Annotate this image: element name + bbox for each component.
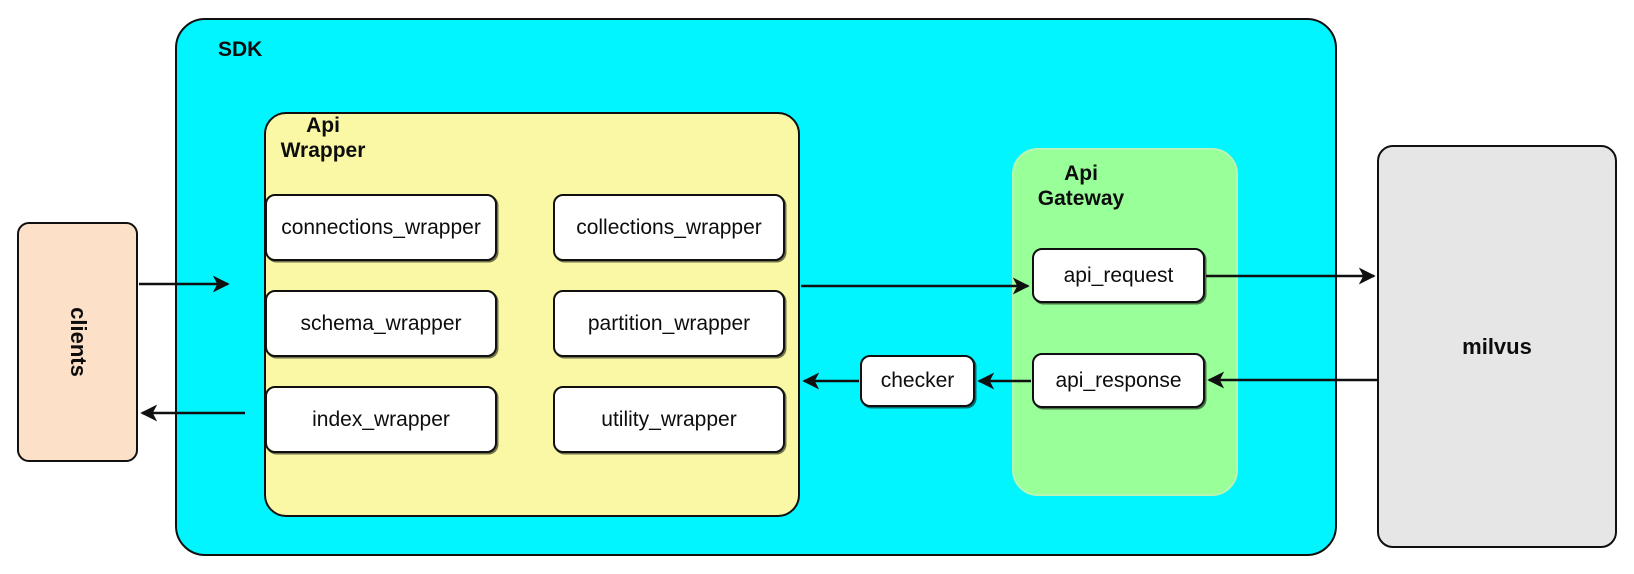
api-request-node[interactable]: api_request	[1032, 248, 1205, 303]
module-index-wrapper[interactable]: index_wrapper	[265, 386, 497, 453]
clients-label: clients	[65, 307, 91, 377]
api-gateway-container[interactable]	[1012, 148, 1238, 496]
api-gateway-title: Api Gateway	[1037, 162, 1125, 210]
clients-node[interactable]: clients	[17, 222, 138, 462]
module-schema-wrapper[interactable]: schema_wrapper	[265, 290, 497, 357]
module-collections-wrapper[interactable]: collections_wrapper	[553, 194, 785, 261]
module-utility-wrapper[interactable]: utility_wrapper	[553, 386, 785, 453]
module-connections-wrapper[interactable]: connections_wrapper	[265, 194, 497, 261]
module-partition-wrapper[interactable]: partition_wrapper	[553, 290, 785, 357]
api-wrapper-title: Api Wrapper	[280, 114, 366, 162]
milvus-node[interactable]: milvus	[1377, 145, 1617, 548]
checker-node[interactable]: checker	[860, 355, 975, 407]
milvus-label: milvus	[1462, 333, 1532, 359]
api-response-node[interactable]: api_response	[1032, 353, 1205, 408]
sdk-title: SDK	[218, 38, 263, 61]
